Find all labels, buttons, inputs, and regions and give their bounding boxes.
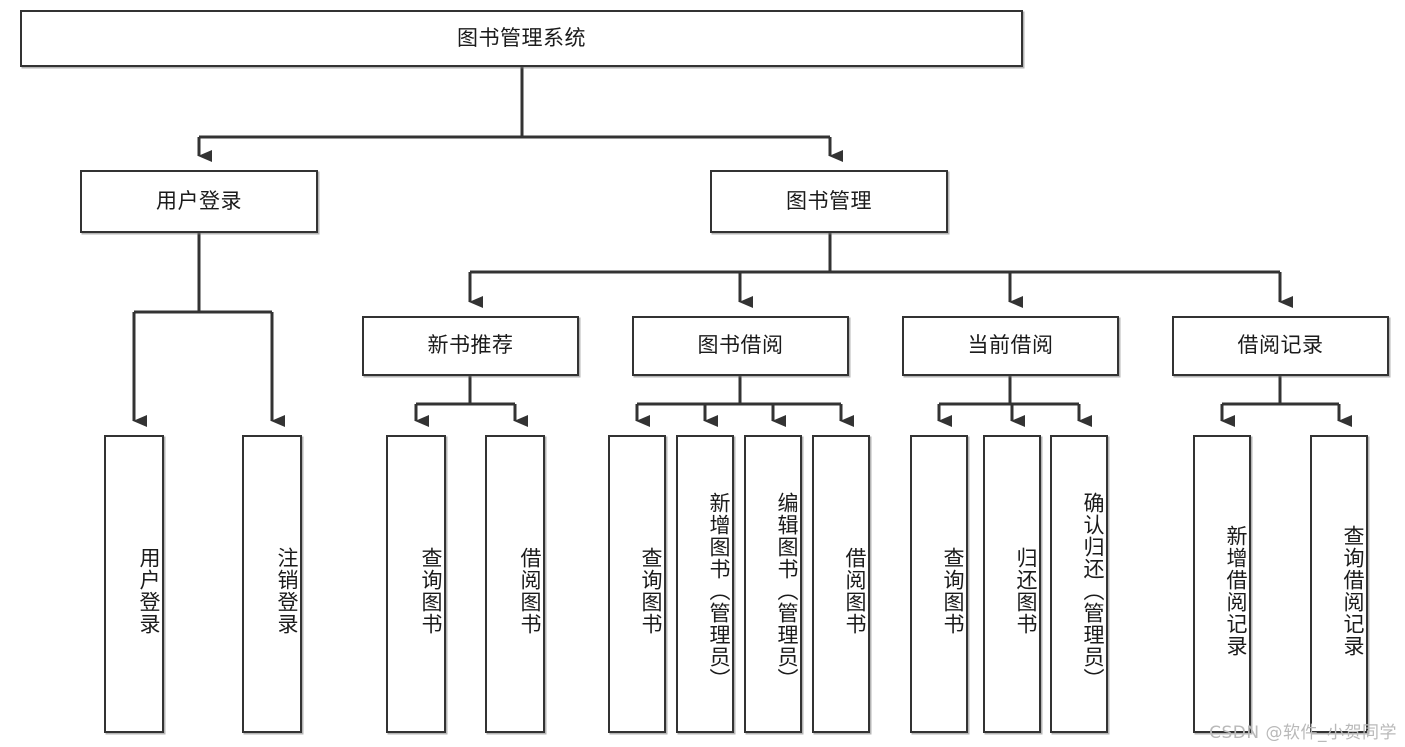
leaf-add-book-admin[interactable]: 新增图书（管理员） xyxy=(676,435,734,733)
leaf-edit-book-admin[interactable]: 编辑图书（管理员） xyxy=(744,435,802,733)
node-root[interactable]: 图书管理系统 xyxy=(20,10,1023,67)
leaf-user-login-label: 用户登录 xyxy=(137,547,161,635)
leaf-return-book[interactable]: 归还图书 xyxy=(983,435,1041,733)
leaf-logout-label: 注销登录 xyxy=(275,547,299,635)
node-borrow-record[interactable]: 借阅记录 xyxy=(1172,316,1389,376)
node-current-borrow[interactable]: 当前借阅 xyxy=(902,316,1119,376)
node-book-management[interactable]: 图书管理 xyxy=(710,170,948,233)
csdn-watermark: CSDN @软件_小贺同学 xyxy=(1209,723,1397,743)
leaf-add-borrow-record-label: 新增借阅记录 xyxy=(1224,525,1248,657)
leaf-newbook-borrow-book-label: 借阅图书 xyxy=(518,547,542,635)
leaf-confirm-return-admin[interactable]: 确认归还（管理员） xyxy=(1050,435,1108,733)
leaf-newbook-query-book-label: 查询图书 xyxy=(419,547,443,635)
leaf-borrow-query-book[interactable]: 查询图书 xyxy=(608,435,666,733)
leaf-borrow-book-label: 借阅图书 xyxy=(843,547,867,635)
leaf-confirm-return-admin-label: 确认归还（管理员） xyxy=(1081,492,1105,690)
leaf-return-book-label: 归还图书 xyxy=(1014,547,1038,635)
leaf-add-book-admin-label: 新增图书（管理员） xyxy=(707,492,731,690)
leaf-borrow-book[interactable]: 借阅图书 xyxy=(812,435,870,733)
node-book-borrow-label: 图书借阅 xyxy=(697,333,784,358)
leaf-edit-book-admin-label: 编辑图书（管理员） xyxy=(775,492,799,690)
node-user-login-label: 用户登录 xyxy=(156,188,242,213)
node-borrow-record-label: 借阅记录 xyxy=(1237,333,1324,358)
leaf-borrow-query-book-label: 查询图书 xyxy=(639,547,663,635)
node-root-label: 图书管理系统 xyxy=(457,25,586,50)
leaf-query-borrow-record[interactable]: 查询借阅记录 xyxy=(1310,435,1368,733)
node-book-borrow[interactable]: 图书借阅 xyxy=(632,316,849,376)
leaf-newbook-borrow-book[interactable]: 借阅图书 xyxy=(485,435,545,733)
node-current-borrow-label: 当前借阅 xyxy=(967,333,1054,358)
leaf-query-borrow-record-label: 查询借阅记录 xyxy=(1341,525,1365,657)
leaf-current-query-book[interactable]: 查询图书 xyxy=(910,435,968,733)
node-user-login[interactable]: 用户登录 xyxy=(80,170,318,233)
leaf-logout[interactable]: 注销登录 xyxy=(242,435,302,733)
leaf-user-login[interactable]: 用户登录 xyxy=(104,435,164,733)
node-book-management-label: 图书管理 xyxy=(786,188,872,213)
leaf-add-borrow-record[interactable]: 新增借阅记录 xyxy=(1193,435,1251,733)
node-new-book-recommend[interactable]: 新书推荐 xyxy=(362,316,579,376)
leaf-newbook-query-book[interactable]: 查询图书 xyxy=(386,435,446,733)
node-new-book-recommend-label: 新书推荐 xyxy=(427,333,514,358)
leaf-current-query-book-label: 查询图书 xyxy=(941,547,965,635)
